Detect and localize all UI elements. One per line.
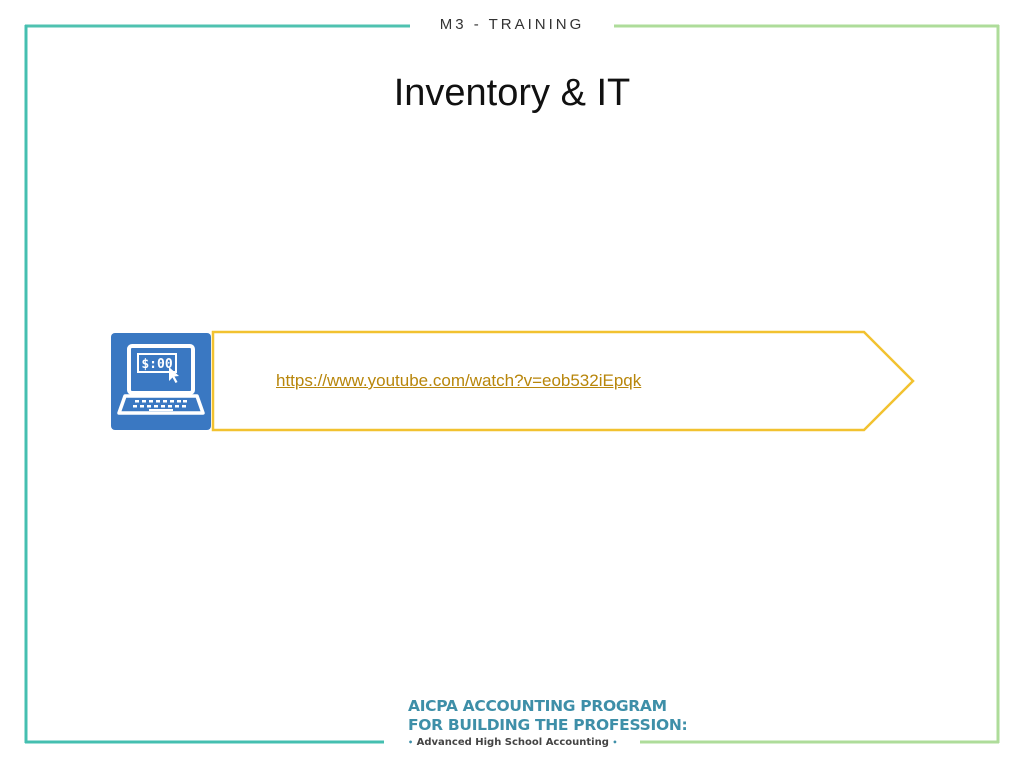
logo-subtitle: Advanced High School Accounting (416, 737, 609, 748)
slide-title: Inventory & IT (393, 72, 631, 114)
logo-line-1: AICPA ACCOUNTING PROGRAM (408, 697, 667, 715)
youtube-video-link[interactable]: https://www.youtube.com/watch?v=eob532iE… (276, 371, 642, 390)
section-label: M3 - TRAINING (439, 16, 585, 33)
logo-bullet-right: • (612, 738, 618, 747)
laptop-dollar-icon: $:00 (111, 333, 211, 430)
logo-subtitle-row: • Advanced High School Accounting • (408, 735, 618, 751)
logo-line-2: FOR BUILDING THE PROFESSION: (408, 716, 688, 734)
logo-bullet-left: • (408, 738, 414, 747)
icon-screen-text: $:00 (141, 357, 172, 372)
aicpa-logo: AICPA ACCOUNTING PROGRAM FOR BUILDING TH… (408, 697, 688, 755)
link-callout-box (211, 330, 917, 432)
